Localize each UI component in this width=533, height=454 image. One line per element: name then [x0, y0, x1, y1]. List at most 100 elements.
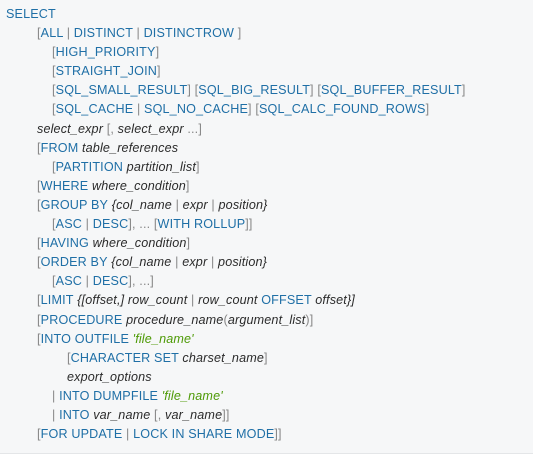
sql-keyword: ORDER BY	[40, 255, 108, 270]
identifier: select_expr	[37, 121, 104, 136]
sql-keyword: PARTITION	[55, 159, 124, 174]
code-line-17: [PROCEDURE procedure_name(argument_list)…	[6, 311, 533, 330]
punctuation: ]	[195, 159, 200, 174]
code-line-12: [ASC | DESC], ... [WITH ROLLUP]]	[6, 215, 533, 234]
sql-keyword: SQL_CALC_FOUND_ROWS	[258, 102, 426, 117]
identifier: col_name	[115, 255, 172, 270]
punctuation: ]	[186, 236, 191, 251]
identifier: select_expr	[117, 121, 184, 136]
sql-keyword: LIMIT	[40, 293, 74, 308]
punctuation: ], ... [	[128, 217, 158, 232]
identifier: row_count	[127, 293, 188, 308]
sql-keyword: OFFSET	[261, 293, 312, 308]
punctuation: ]	[425, 102, 430, 117]
punctuation: |	[207, 197, 219, 212]
identifier: table_references	[82, 140, 179, 155]
sql-keyword: INTO DUMPFILE	[59, 388, 159, 403]
identifier: }	[262, 255, 268, 270]
punctuation: [	[52, 45, 56, 60]
code-line-22: | INTO var_name [, var_name]]	[6, 406, 533, 425]
identifier: charset_name	[182, 350, 265, 365]
string-literal: 'file_name'	[161, 388, 223, 403]
identifier: {[	[73, 293, 86, 308]
sql-keyword: STRAIGHT_JOIN	[55, 64, 157, 79]
punctuation: [	[37, 427, 41, 442]
sql-keyword: PROCEDURE	[40, 312, 123, 327]
sql-keyword: HIGH_PRIORITY	[55, 45, 156, 60]
punctuation: [	[52, 217, 56, 232]
code-line-7: select_expr [, select_expr ...]	[6, 120, 533, 139]
punctuation: [	[52, 159, 56, 174]
punctuation: |	[82, 274, 93, 289]
punctuation: [	[37, 26, 41, 41]
code-line-4: [STRAIGHT_JOIN]	[6, 62, 533, 81]
sql-keyword: DESC	[92, 274, 129, 289]
punctuation: )]	[305, 312, 314, 327]
punctuation: ]]	[222, 407, 230, 422]
punctuation: |	[82, 217, 93, 232]
punctuation: [	[52, 274, 56, 289]
sql-keyword: FOR UPDATE	[40, 427, 123, 442]
code-line-8: [FROM table_references	[6, 139, 533, 158]
identifier: argument_list	[227, 312, 306, 327]
punctuation: |	[207, 255, 219, 270]
code-line-19: [CHARACTER SET charset_name]	[6, 349, 533, 368]
sql-select-syntax: SELECT[ALL | DISTINCT | DISTINCTROW ][HI…	[6, 7, 533, 442]
identifier: var_name	[165, 407, 223, 422]
sql-keyword: HAVING	[40, 236, 89, 251]
punctuation: |	[52, 388, 60, 403]
punctuation: [,	[150, 407, 166, 422]
punctuation: [	[52, 102, 56, 117]
sql-keyword: SQL_CACHE	[55, 102, 134, 117]
identifier: col_name	[116, 197, 172, 212]
punctuation: [	[37, 293, 41, 308]
code-line-6: [SQL_CACHE | SQL_NO_CACHE] [SQL_CALC_FOU…	[6, 100, 533, 119]
identifier: expr	[182, 255, 208, 270]
sql-keyword: SQL_SMALL_RESULT	[55, 83, 188, 98]
identifier: }	[263, 197, 268, 212]
sql-keyword: DISTINCT	[73, 26, 133, 41]
identifier: offset	[85, 293, 117, 308]
identifier: where_condition	[91, 178, 186, 193]
punctuation: |	[171, 255, 183, 270]
punctuation: ]	[234, 26, 242, 41]
punctuation: ]	[264, 350, 268, 365]
punctuation: ] [	[187, 83, 199, 98]
sql-keyword: INTO OUTFILE	[40, 331, 129, 346]
punctuation: ]	[156, 64, 161, 79]
sql-keyword: SQL_NO_CACHE	[144, 102, 249, 117]
sql-keyword: ALL	[40, 26, 64, 41]
punctuation: [	[37, 178, 41, 193]
sql-keyword: INTO	[59, 407, 90, 422]
punctuation: ]	[185, 178, 190, 193]
punctuation: (	[223, 312, 228, 327]
identifier: position	[218, 255, 263, 270]
identifier: export_options	[67, 369, 152, 384]
identifier: row_count	[198, 293, 258, 308]
punctuation: |	[171, 197, 183, 212]
code-line-15: [ASC | DESC], ...]	[6, 272, 533, 291]
identifier: ,]	[116, 293, 128, 308]
identifier: where_condition	[92, 236, 187, 251]
punctuation: |	[122, 427, 134, 442]
punctuation: [	[52, 64, 56, 79]
sql-keyword: DESC	[92, 217, 129, 232]
punctuation: [	[37, 255, 41, 270]
punctuation: [	[37, 312, 41, 327]
punctuation: ]	[155, 45, 160, 60]
identifier: {	[108, 197, 117, 212]
punctuation: ]]	[274, 427, 282, 442]
punctuation: ] [	[310, 83, 321, 98]
punctuation: |	[187, 293, 199, 308]
sql-keyword: WHERE	[40, 178, 89, 193]
punctuation: [	[37, 236, 41, 251]
sql-keyword: SELECT	[6, 7, 56, 21]
identifier: partition_list	[126, 159, 196, 174]
sql-keyword: FROM	[40, 140, 79, 155]
punctuation: |	[132, 26, 144, 41]
identifier: expr	[182, 197, 208, 212]
code-line-3: [HIGH_PRIORITY]	[6, 43, 533, 62]
sql-keyword: SQL_BIG_RESULT	[198, 83, 311, 98]
punctuation: [	[37, 197, 41, 212]
